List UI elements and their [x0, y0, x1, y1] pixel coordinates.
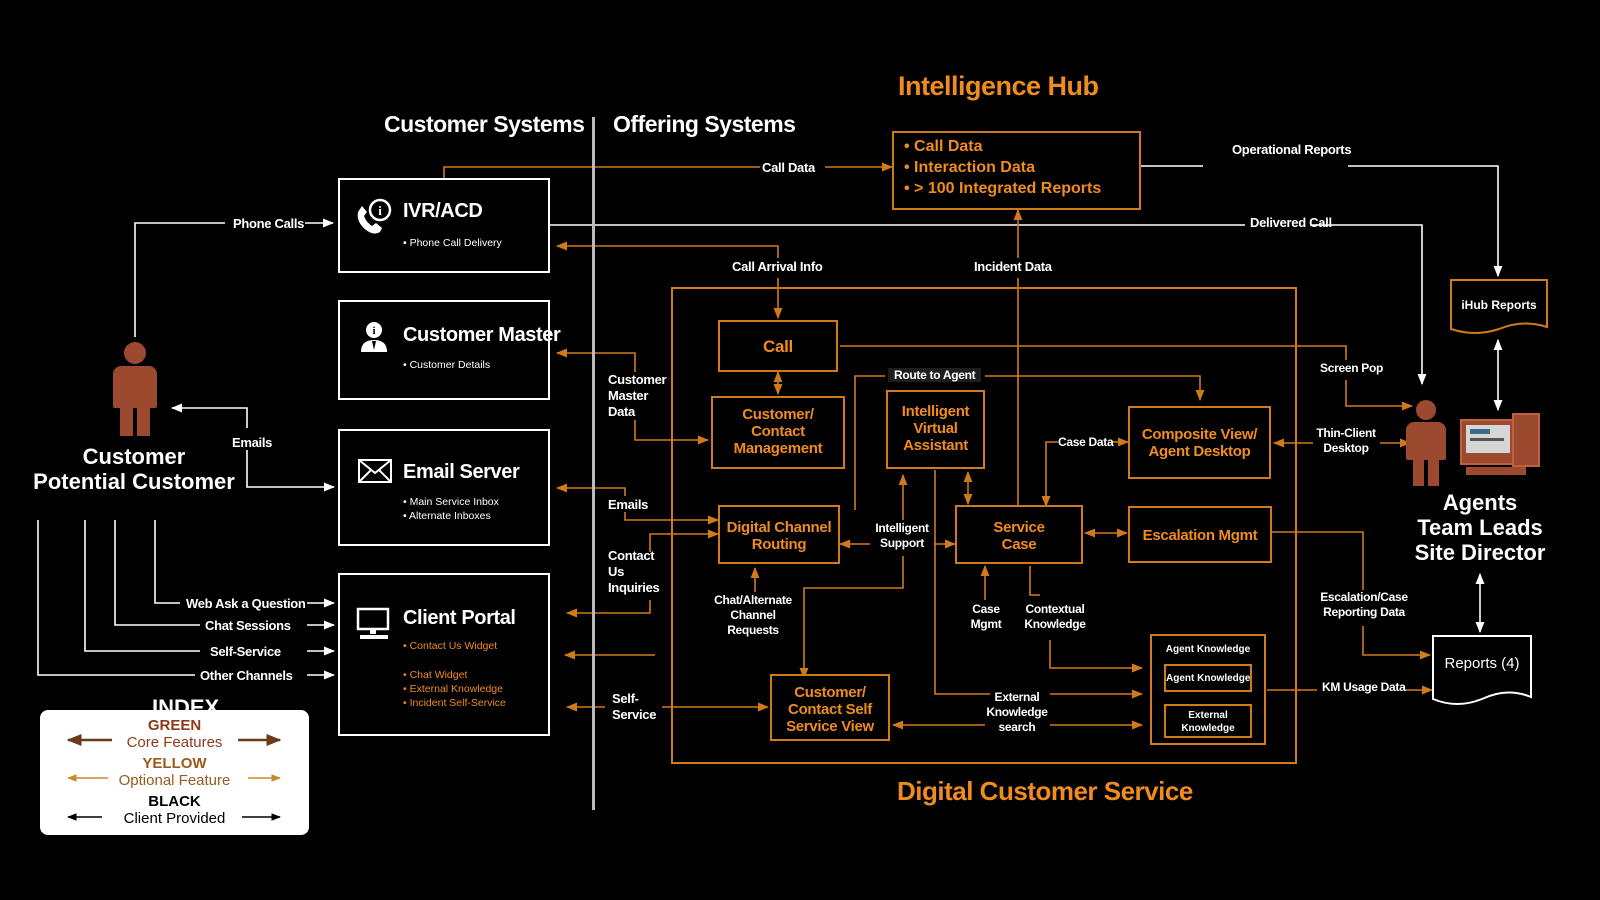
customer-master-box[interactable]: i Customer Master • Customer Details — [338, 300, 561, 400]
label-screen-pop: Screen Pop — [1320, 361, 1384, 375]
index-yellow: YELLOW — [142, 755, 207, 772]
reports-4-doc[interactable]: Reports (4) — [1432, 635, 1532, 709]
label-self-service-left: Self-Service — [210, 644, 281, 659]
portal-external-knowledge: • External Knowledge — [403, 683, 503, 695]
phone-info-icon: i — [352, 198, 392, 238]
customer-label: Customer Potential Customer — [33, 444, 235, 494]
label-other-channels: Other Channels — [200, 668, 293, 683]
customer-master-sub: • Customer Details — [403, 359, 491, 371]
index-optional-feature: Optional Feature — [118, 772, 231, 789]
ivr-acd-title: IVR/ACD — [403, 200, 483, 222]
composite-view-box[interactable]: Composite View/Agent Desktop — [1128, 406, 1271, 479]
label-delivered-call: Delivered Call — [1250, 215, 1332, 230]
hub-item-interaction-data: • Interaction Data — [904, 159, 1035, 176]
agents-label: Agents Team Leads Site Director — [1414, 490, 1546, 565]
client-portal-box[interactable]: Client Portal • Contact Us Widget • Chat… — [338, 573, 550, 736]
index-black: BLACK — [148, 793, 201, 810]
ivr-acd-box[interactable]: i IVR/ACD • Phone Call Delivery — [338, 178, 550, 273]
composite-view-label: Composite View/Agent Desktop — [1141, 426, 1258, 460]
client-portal-title: Client Portal — [403, 607, 516, 629]
label-incident-data: Incident Data — [974, 259, 1052, 274]
label-call-arrival-info: Call Arrival Info — [732, 259, 823, 274]
portal-chat-widget: • Chat Widget — [403, 669, 468, 681]
person-info-icon: i — [358, 320, 390, 354]
intelligence-hub-header: Intelligence Hub — [898, 71, 1099, 101]
portal-incident-self-service: • Incident Self-Service — [403, 697, 506, 709]
computer-icon — [1460, 413, 1540, 479]
label-emails-left: Emails — [232, 435, 273, 450]
index-client-provided: Client Provided — [123, 810, 226, 827]
agent-knowledge-group[interactable]: Agent Knowledge Agent Knowledge External… — [1150, 634, 1266, 745]
index-legend: GREEN Core Features YELLOW Optional Feat… — [40, 710, 309, 835]
label-km-usage: KM Usage Data — [1322, 680, 1406, 694]
agent-knowledge-inner-label: Agent Knowledge — [1166, 673, 1251, 684]
reports-4-label: Reports (4) — [1444, 655, 1520, 672]
label-phone-calls: Phone Calls — [233, 216, 305, 231]
call-box[interactable]: Call — [718, 320, 838, 372]
hub-item-call-data: • Call Data — [904, 138, 983, 155]
label-self-service-mid: Self-Service — [612, 691, 657, 722]
label-chat-sessions: Chat Sessions — [205, 618, 291, 633]
customer-systems-header: Customer Systems — [384, 111, 585, 137]
agent-figure — [1405, 400, 1447, 488]
portal-contact-us-widget: • Contact Us Widget — [403, 640, 498, 652]
customer-figure — [111, 342, 159, 437]
envelope-icon — [358, 459, 392, 483]
ihub-reports-doc[interactable]: iHub Reports — [1450, 279, 1548, 337]
digital-customer-service-header: Digital Customer Service — [897, 776, 1193, 806]
digital-customer-service-frame — [671, 287, 1297, 764]
email-server-title: Email Server — [403, 461, 520, 483]
intelligence-hub-box[interactable]: • Call Data • Interaction Data • > 100 I… — [892, 131, 1141, 210]
monitor-icon — [356, 607, 392, 641]
label-route-to-agent: Route to Agent — [888, 368, 982, 382]
section-divider — [592, 117, 595, 810]
label-case-data: Case Data — [1058, 435, 1114, 449]
escalation-label: Escalation Mgmt — [1142, 527, 1258, 544]
offering-systems-header: Offering Systems — [613, 111, 796, 137]
agent-knowledge-outer-label: Agent Knowledge — [1165, 644, 1251, 655]
label-emails-mid: Emails — [608, 497, 649, 512]
hub-item-reports: • > 100 Integrated Reports — [904, 180, 1102, 197]
email-server-box[interactable]: Email Server • Main Service Inbox • Alte… — [338, 429, 550, 546]
escalation-mgmt-box[interactable]: Escalation Mgmt — [1128, 506, 1272, 563]
svg-text:i: i — [378, 203, 382, 218]
index-green: GREEN — [147, 717, 202, 734]
ihub-reports-label: iHub Reports — [1461, 298, 1537, 312]
label-operational-reports: Operational Reports — [1232, 142, 1352, 157]
call-label: Call — [763, 337, 793, 356]
index-core-features: Core Features — [126, 734, 223, 751]
svg-text:i: i — [372, 325, 375, 337]
label-call-data: Call Data — [762, 160, 815, 175]
agent-knowledge-inner-box[interactable]: Agent Knowledge — [1164, 664, 1252, 692]
email-server-sub-2: • Alternate Inboxes — [403, 510, 491, 522]
label-web-ask: Web Ask a Question — [186, 596, 306, 611]
ivr-acd-sub: • Phone Call Delivery — [403, 237, 502, 249]
email-server-sub-1: • Main Service Inbox — [403, 496, 499, 508]
customer-master-title: Customer Master — [403, 324, 561, 346]
